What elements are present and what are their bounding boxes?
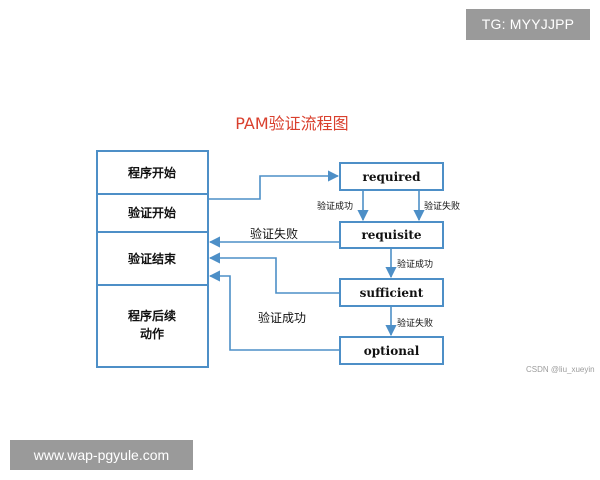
stage-post-action-line2: 动作 [140, 326, 164, 341]
arrow-sufficient-success-to-end [208, 252, 340, 294]
stage-column: 程序开始 验证开始 验证结束 程序后续 动作 [96, 150, 209, 368]
top-right-watermark: TG: MYYJJPP [466, 9, 590, 40]
module-required-box [339, 162, 444, 191]
module-requisite-label: requisite [361, 228, 421, 242]
module-optional-box [339, 336, 444, 365]
module-sufficient: sufficient [339, 278, 444, 307]
module-sufficient-label: sufficient [360, 286, 424, 300]
arrow-optional-to-end [208, 270, 340, 351]
label-required-fail: 验证失败 [424, 200, 460, 212]
bottom-left-watermark: www.wap-pgyule.com [10, 440, 193, 470]
module-optional-label: optional [364, 344, 420, 358]
stage-program-start: 程序开始 [128, 165, 176, 180]
label-required-success: 验证成功 [317, 200, 353, 212]
arrow-auth-start-to-required [208, 170, 340, 200]
module-required: required [339, 162, 444, 191]
module-requisite-box [339, 221, 444, 249]
stage-auth-start: 验证开始 [128, 205, 176, 220]
module-required-label: required [363, 170, 422, 184]
label-sufficient-success: 验证成功 [258, 310, 306, 325]
diagram-title: PAM验证流程图 [235, 114, 348, 133]
label-requisite-success: 验证成功 [397, 258, 433, 270]
label-sufficient-fail: 验证失败 [397, 317, 433, 329]
label-requisite-fail: 验证失败 [250, 226, 298, 241]
stage-post-action-line1: 程序后续 [128, 308, 176, 323]
credit-watermark: CSDN @liu_xueyin [526, 365, 595, 374]
stage-auth-end: 验证结束 [128, 251, 177, 266]
module-requisite: requisite [339, 221, 444, 249]
stage-column-frame [96, 150, 209, 368]
module-optional: optional [339, 336, 444, 365]
